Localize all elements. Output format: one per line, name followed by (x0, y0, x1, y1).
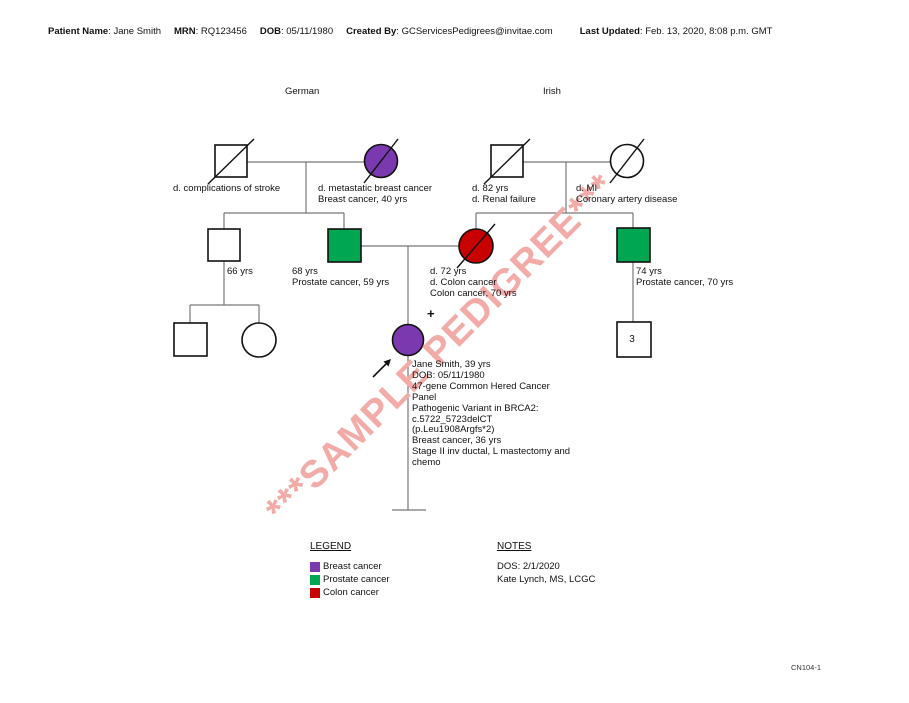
proband-arrowhead-icon (383, 359, 391, 367)
maternal-grandmother-label: d. MI (576, 183, 598, 194)
mother-label-2: d. Colon cancer (430, 277, 497, 288)
patient-mrn: MRN: RQ123456 (174, 26, 247, 37)
proband-annotation: Jane Smith, 39 yrs DOB: 05/11/1980 47-ge… (412, 359, 571, 469)
proband-no-offspring-line (392, 355, 426, 511)
legend-item-label: Prostate cancer (323, 574, 390, 585)
paternal-uncle-descent-line (189, 261, 260, 324)
father-label-2: Prostate cancer, 59 yrs (292, 277, 390, 288)
mother-deceased-slash (456, 223, 496, 269)
notes-line-counselor: Kate Lynch, MS, LCGC (497, 574, 596, 585)
paternal-grandmother-label-2: Breast cancer, 40 yrs (318, 194, 408, 205)
patient-dob: DOB: 05/11/1980 (259, 26, 334, 37)
carrier-plus-symbol: + (427, 306, 435, 321)
maternal-grandmother-label-2: Coronary artery disease (576, 194, 678, 205)
proband-line: c.5722_5723delCT (412, 413, 493, 425)
legend-title: LEGEND (310, 541, 352, 552)
paternal-sibship-line (223, 212, 345, 229)
paternal-grandfather-label: d. complications of stroke (173, 183, 281, 194)
paternal-grandmother-deceased-slash (363, 138, 399, 184)
maternal-grandfather-label-2: d. Renal failure (472, 194, 536, 205)
maternal-uncle-label-2: Prostate cancer, 70 yrs (636, 277, 734, 288)
maternal-sibship-line (475, 212, 634, 229)
legend-item-colon-cancer: Colon cancer (310, 586, 390, 599)
maternal-uncle-label: 74 yrs (636, 266, 662, 277)
legend-item-label: Breast cancer (323, 561, 382, 572)
proband-line: DOB: 05/11/1980 (412, 369, 485, 381)
notes: NOTES DOS: 2/1/2020 Kate Lynch, MS, LCGC (497, 541, 595, 586)
last-updated: Last Updated: Feb. 13, 2020, 8:08 p.m. G… (579, 26, 773, 37)
legend-item-prostate-cancer: Prostate cancer (310, 573, 390, 586)
patient-header: Patient Name: Jane Smith MRN: RQ123456 D… (48, 26, 772, 37)
colon-cancer-swatch-icon (310, 587, 320, 598)
proband-line: Stage II inv ductal, L mastectomy and (412, 446, 571, 458)
proband-arrow-icon (372, 363, 387, 378)
proband-shape (391, 323, 425, 357)
proband-line: (p.Leu1908Argfs*2) (412, 424, 495, 436)
mother-label-3: Colon cancer, 70 yrs (430, 288, 517, 299)
maternal-grandmother-deceased-slash (609, 138, 645, 184)
proband-line: Jane Smith, 39 yrs (412, 359, 491, 370)
breast-cancer-swatch-icon (310, 561, 320, 572)
created-by: Created By: GCServicesPedigrees@invitae.… (346, 26, 553, 37)
legend-item-breast-cancer: Breast cancer (310, 560, 390, 573)
paternal-grandmother-label: d. metastatic breast cancer (318, 183, 433, 194)
notes-line-dos: DOS: 2/1/2020 (497, 561, 560, 572)
legend-item-label: Colon cancer (323, 587, 379, 598)
paternal-uncle-label: 66 yrs (227, 266, 253, 277)
form-number: CN104-1 (791, 663, 822, 672)
proband-line: Pathogenic Variant in BRCA2: (412, 402, 539, 414)
ancestry-label-irish: Irish (543, 86, 561, 97)
paternal-grandfather-deceased-slash (207, 138, 255, 185)
patient-name: Patient Name: Jane Smith (48, 26, 161, 37)
proband-line: 47-gene Common Hered Cancer (412, 380, 550, 392)
proband-line: Panel (412, 391, 437, 403)
female-cousin-shape (241, 322, 277, 358)
proband-line: Breast cancer, 36 yrs (412, 435, 502, 447)
father-shape (327, 228, 362, 263)
male-cousin-shape (173, 322, 208, 357)
prostate-cancer-swatch-icon (310, 574, 320, 585)
notes-title: NOTES (497, 541, 532, 552)
father-label: 68 yrs (292, 266, 318, 277)
legend: LEGEND Breast cancer Prostate cancer Col… (310, 541, 390, 599)
maternal-uncle-shape (616, 227, 651, 263)
proband-line: chemo (412, 457, 441, 469)
ancestry-label-german: German (285, 86, 320, 97)
nieces-nephews-shape (616, 321, 652, 358)
nieces-nephews-count: 3 (629, 334, 635, 345)
maternal-grandfather-label: d. 82 yrs (472, 183, 509, 194)
mother-label: d. 72 yrs (430, 266, 467, 277)
paternal-uncle-shape (207, 228, 241, 262)
maternal-grandfather-deceased-slash (483, 138, 531, 185)
